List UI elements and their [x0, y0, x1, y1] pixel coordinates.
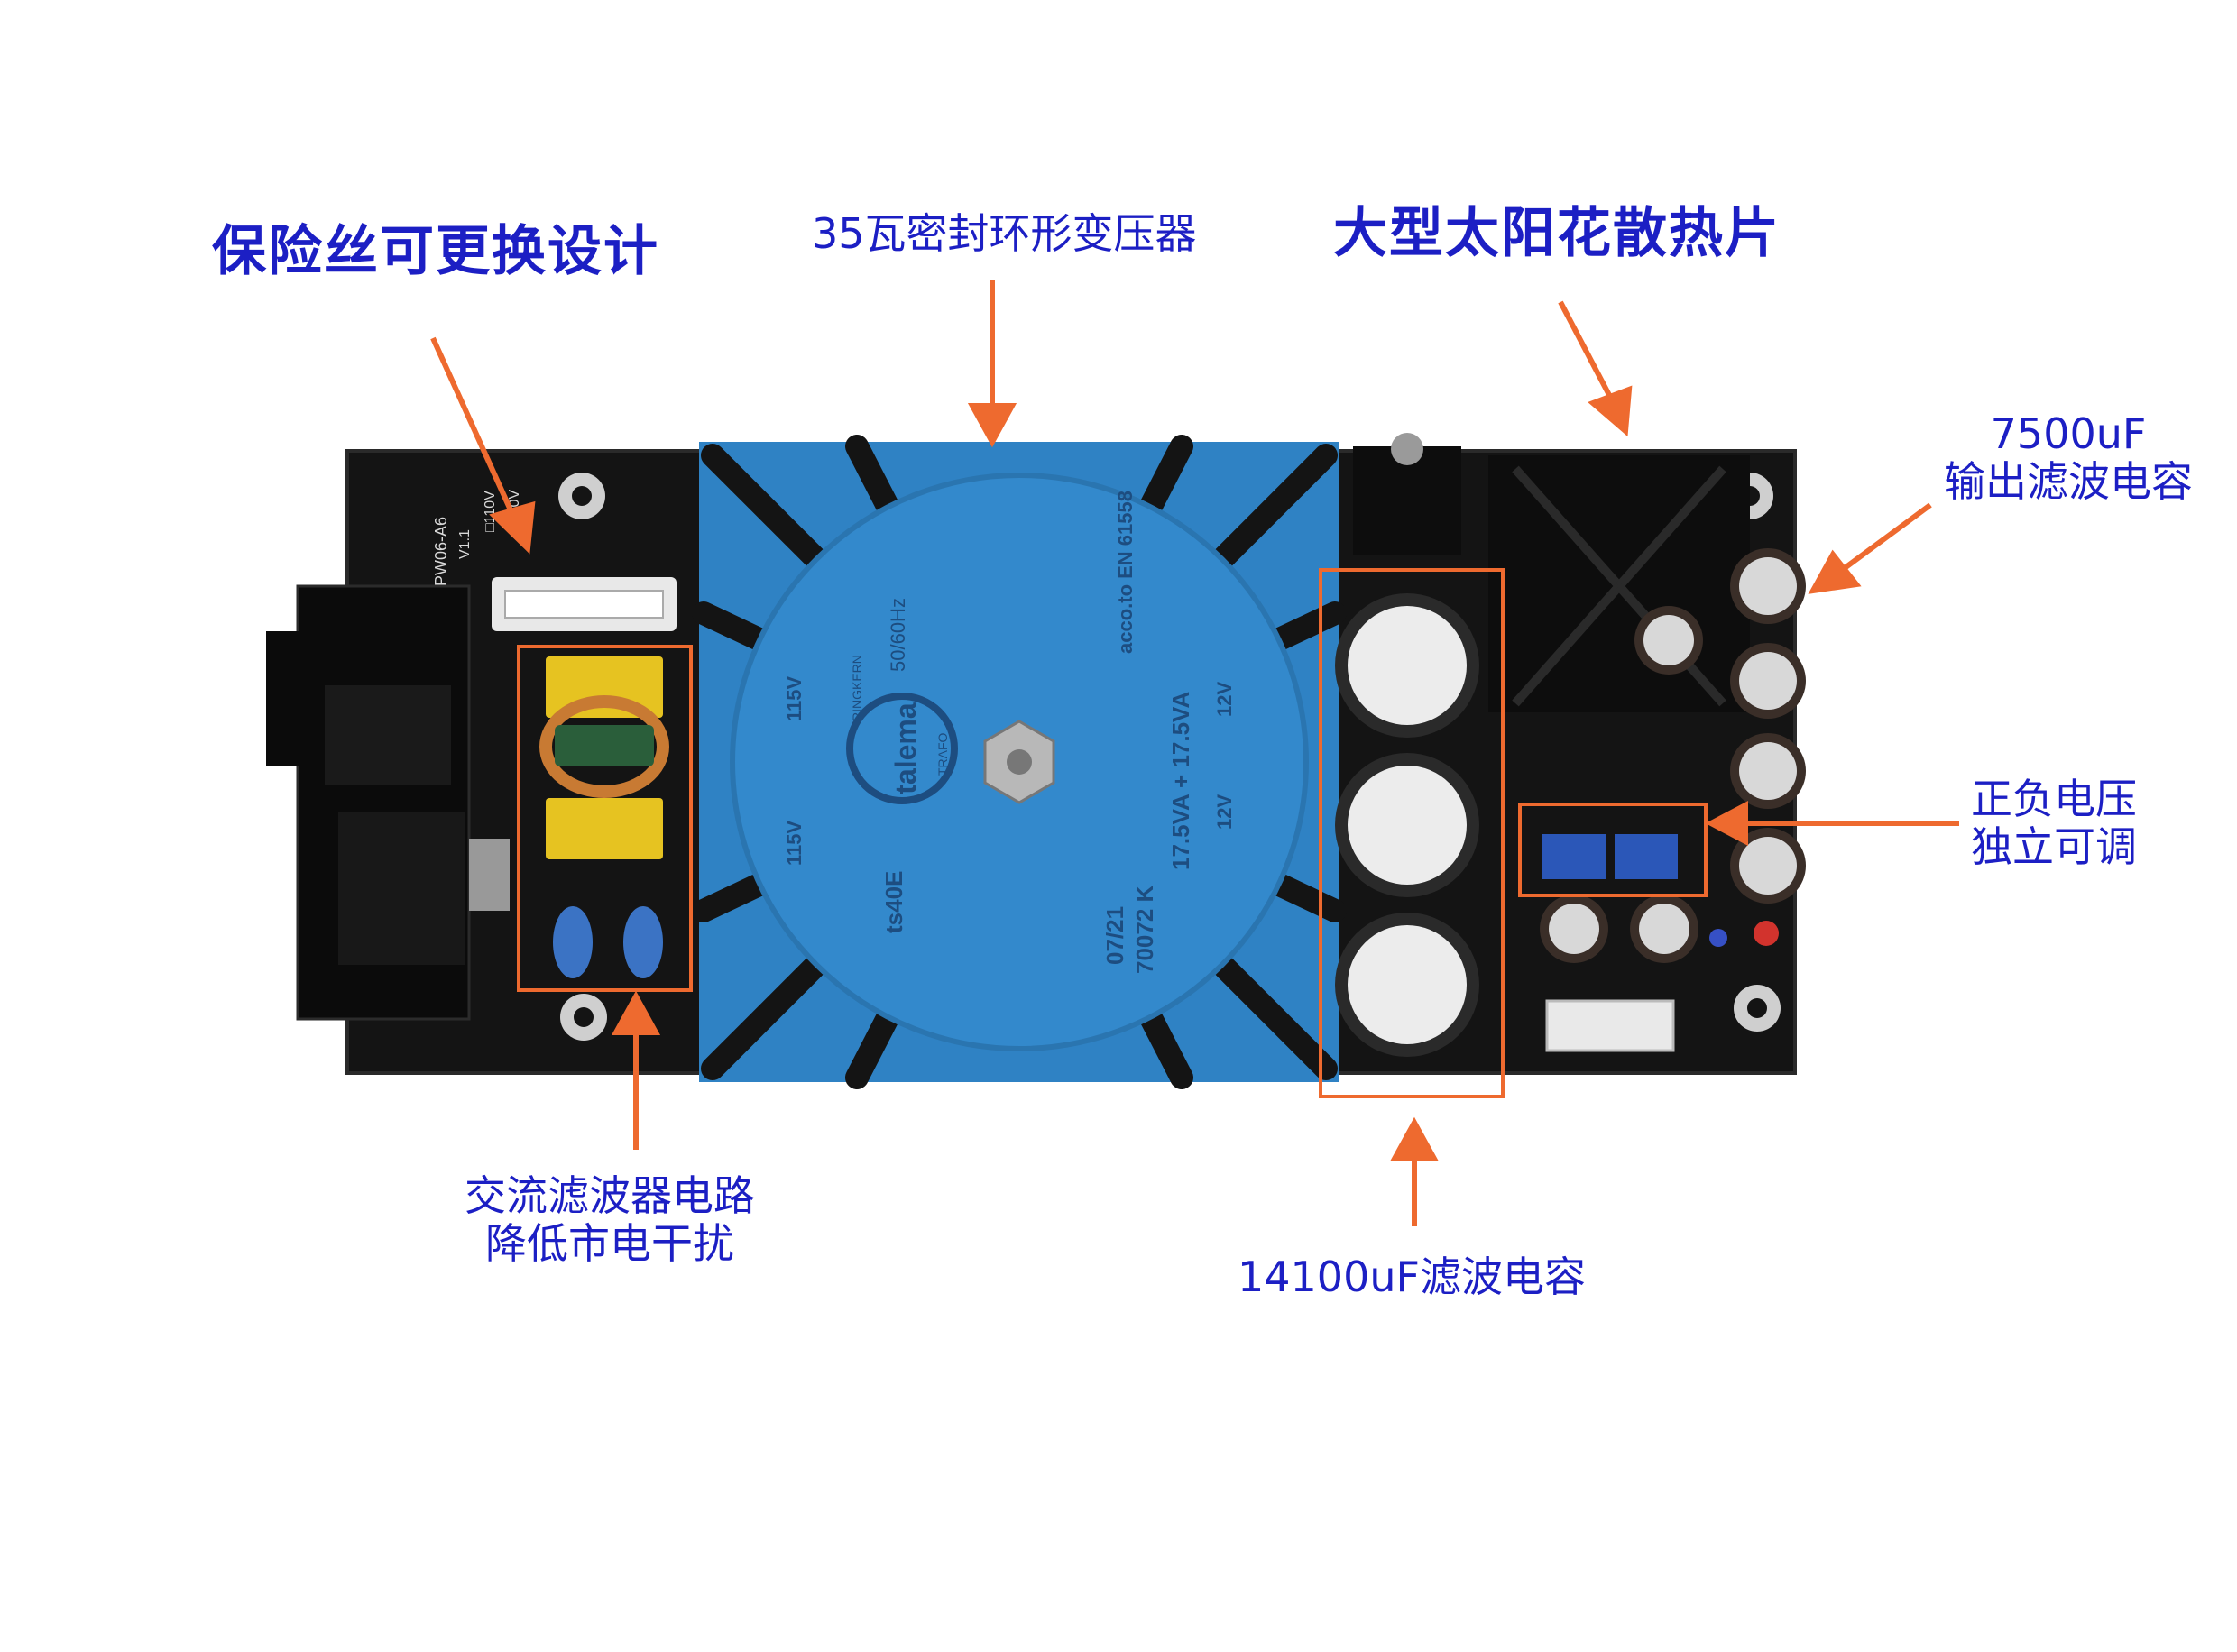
output-capacitors	[1540, 548, 1806, 963]
output-connector	[1545, 999, 1675, 1052]
transformer-code: 70072 K	[1131, 885, 1158, 974]
callout-arrows	[430, 280, 1959, 1226]
label-ac-filter-line2: 降低市电干扰	[485, 1218, 734, 1268]
led-red	[1754, 921, 1779, 946]
label-main-cap: 14100uF滤波电容	[1238, 1253, 1586, 1301]
y-capacitor	[553, 906, 593, 978]
transformer-ring-top: RINGKERN	[850, 655, 864, 721]
transformer-model: ts40E	[880, 871, 907, 933]
trimmer-pot-2	[1615, 834, 1678, 879]
board-version-text: V1.1	[457, 529, 473, 559]
common-mode-choke	[539, 695, 669, 798]
label-transformer: 35瓦密封环形变压器	[812, 210, 1197, 258]
label-transformer-text: 35瓦密封环形变压器	[812, 209, 1197, 258]
transformer-brand: talema	[889, 702, 922, 794]
label-output-cap: 7500uF 输出滤波电容	[1944, 410, 2193, 506]
main-capacitors	[1335, 593, 1479, 1057]
label-voltage-adjust: 正负电压 独立可调	[1971, 776, 2137, 871]
label-output-cap-line2: 输出滤波电容	[1944, 456, 2193, 506]
board-model-text: PW06-A6	[432, 517, 450, 586]
voltage-adjust-highlight-box	[1518, 803, 1708, 897]
transformer-secondary: 12V	[1213, 682, 1236, 717]
main-capacitor-highlight-box	[1319, 568, 1505, 1098]
trimmer-pot	[1542, 834, 1606, 879]
label-voltage-adjust-line1: 正负电压	[1971, 775, 2137, 823]
board-110v-text: □110V	[483, 491, 498, 532]
label-ac-filter-line1: 交流滤波器电路	[465, 1171, 755, 1220]
transformer-primary-2: 115V	[783, 821, 806, 866]
label-fuse: 保险丝可更换设计	[212, 221, 659, 283]
transformer-cert: acco.to EN 61558	[1114, 491, 1137, 654]
label-voltage-adjust-line2: 独立可调	[1971, 821, 2137, 871]
led-blue	[1709, 929, 1727, 947]
label-fuse-text: 保险丝可更换设计	[212, 220, 659, 283]
y-capacitor-2	[623, 906, 663, 978]
transformer-ring-bottom: TRAFO	[935, 732, 950, 776]
label-heatsink: 大型太阳花散热片	[1333, 203, 1781, 265]
ac-filter-highlight-box	[517, 645, 693, 992]
label-ac-filter: 交流滤波器电路 降低市电干扰	[465, 1172, 755, 1268]
transformer-freq: 50/60Hz	[887, 598, 909, 672]
label-heatsink-text: 大型太阳花散热片	[1333, 202, 1781, 265]
transformer-secondary-2: 12V	[1213, 794, 1236, 830]
x-capacitor-2	[546, 798, 663, 859]
transformer-date: 07/21	[1101, 906, 1128, 965]
transformer-rating: 17.5VA + 17.5VA	[1167, 692, 1194, 870]
label-output-cap-line1: 7500uF	[1990, 409, 2147, 458]
transformer-primary: 115V	[783, 676, 806, 721]
label-main-cap-text: 14100uF滤波电容	[1238, 1253, 1586, 1301]
